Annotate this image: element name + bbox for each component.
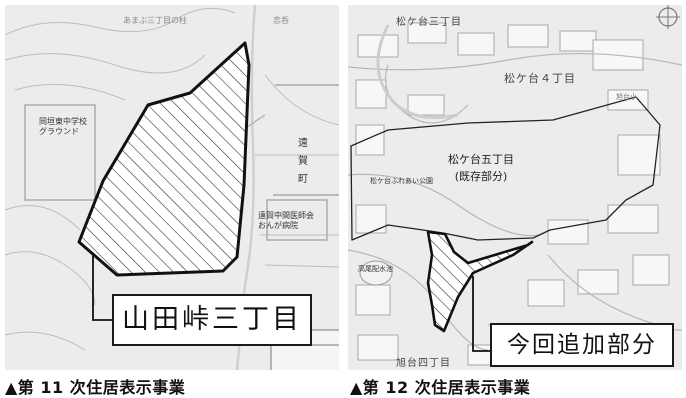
district-label-bottom: 旭台四丁目 xyxy=(396,358,451,369)
district-label-4: 松ケ台４丁目 xyxy=(504,72,576,85)
area-callout-label: 今回追加部分 xyxy=(490,323,674,367)
area-callout-label: 山田峠三丁目 xyxy=(112,294,312,346)
map-right-drawing xyxy=(348,5,682,366)
hospital-label: 遠賀中間医師会 おんが病院 xyxy=(258,211,314,230)
school-sign-label: 旭台小 xyxy=(616,93,637,101)
faint-place-label-right: 恋呑 xyxy=(273,16,289,25)
reservoir-label: 高尾配水池 xyxy=(358,265,393,273)
faint-place-label: あまぶ三丁目の柱 xyxy=(123,16,187,25)
district-label-5-existing: 松ケ台五丁目 (既存部分) xyxy=(448,153,514,183)
map-left-drawing xyxy=(5,5,339,370)
map-panel-right: 松ケ台三丁目 松ケ台４丁目 松ケ台五丁目 (既存部分) 松ケ台ふれあい公園 高尾… xyxy=(348,5,682,370)
school-label: 岡垣東中学校 グラウンド xyxy=(39,117,87,136)
district-label-top: 松ケ台三丁目 xyxy=(396,17,462,28)
caption-right: ▲第 12 次住居表示事業 xyxy=(350,378,531,397)
park-label: 松ケ台ふれあい公園 xyxy=(370,177,433,185)
map-panel-left: あまぶ三丁目の柱 恋呑 岡垣東中学校 グラウンド 遠賀町 遠賀中間医師会 おんが… xyxy=(5,5,339,370)
town-label: 遠賀町 xyxy=(298,138,308,185)
caption-left: ▲第 11 次住居表示事業 xyxy=(5,378,186,397)
